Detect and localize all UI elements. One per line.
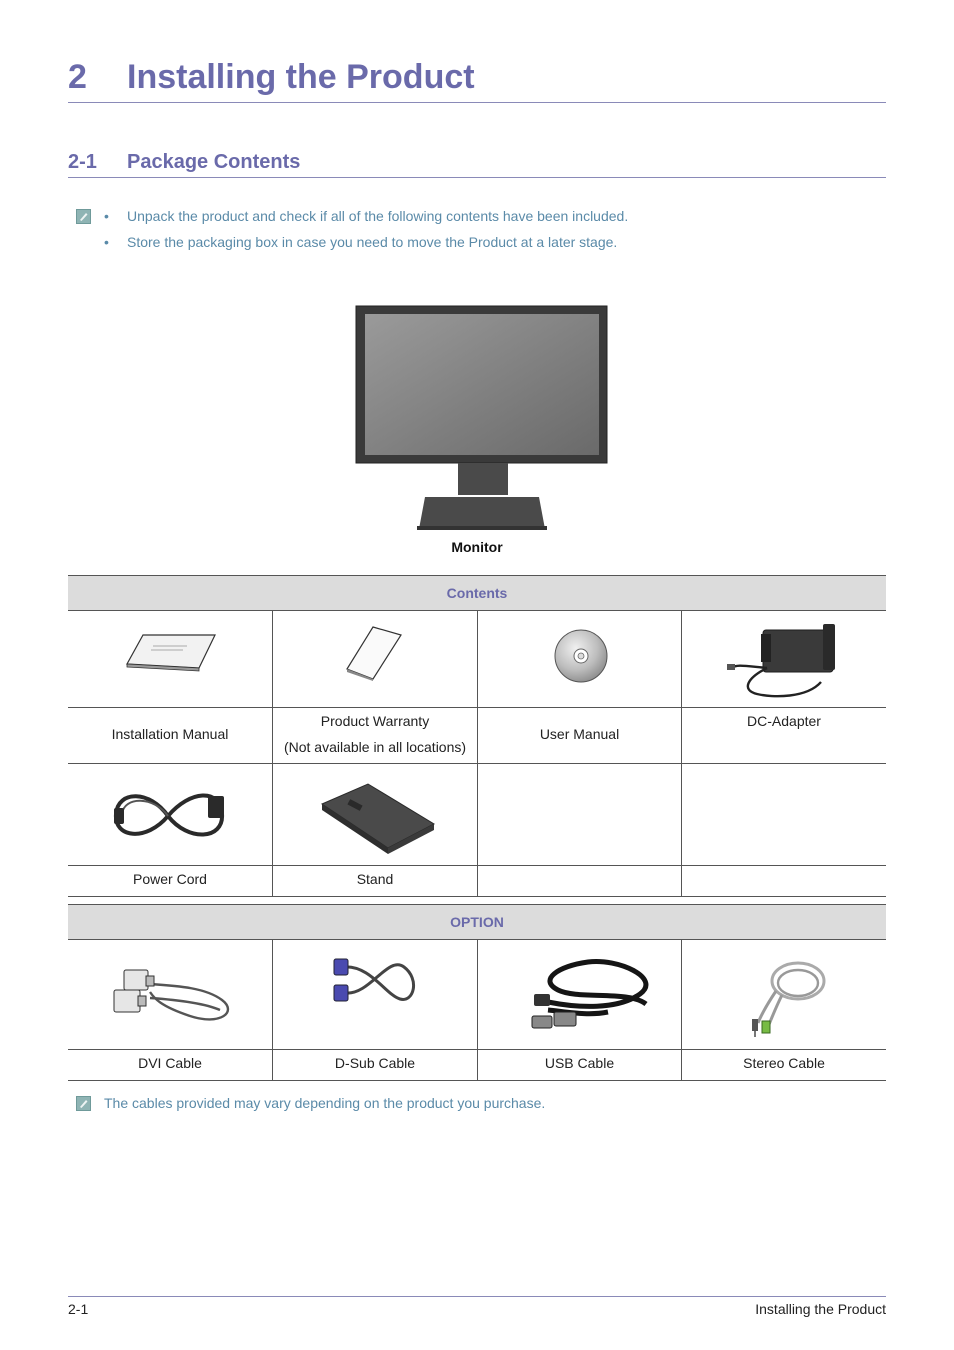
chapter-number: 2: [68, 58, 87, 96]
bullet: •: [104, 234, 109, 250]
dvi-cable-image: [113, 969, 230, 1021]
footnote: The cables provided may vary depending o…: [104, 1095, 546, 1111]
dsub-cable-image: [333, 958, 415, 1002]
note-item: Unpack the product and check if all of t…: [127, 208, 629, 224]
adapter-image: [727, 624, 835, 698]
item-label: USB Cable: [544, 1055, 615, 1071]
table-divider: [272, 764, 273, 896]
table-divider: [68, 763, 886, 764]
table-divider: [681, 939, 682, 1080]
item-label: Product Warranty: [320, 713, 430, 729]
warranty-image: [346, 626, 402, 681]
note-icon: [76, 1096, 91, 1111]
footer-title: Installing the Product: [755, 1301, 886, 1317]
item-label: Power Cord: [133, 871, 207, 887]
cd-image: [554, 629, 608, 683]
section-title: Package Contents: [127, 151, 301, 173]
item-label: Stereo Cable: [743, 1055, 825, 1071]
chapter-title: Installing the Product: [127, 58, 475, 96]
table-divider: [68, 1080, 886, 1081]
bullet: •: [104, 208, 109, 224]
manual-image: [126, 634, 216, 672]
table-divider: [68, 896, 886, 897]
note-icon: [76, 209, 91, 224]
item-label: Installation Manual: [111, 726, 229, 742]
table-divider: [272, 939, 273, 1080]
table-divider: [477, 939, 478, 1080]
stand-image: [320, 783, 436, 854]
table-divider: [272, 708, 273, 763]
monitor-image: [355, 305, 608, 530]
stereo-cable-image: [752, 961, 826, 1037]
item-label: DVI Cable: [138, 1055, 202, 1071]
table-divider: [68, 707, 886, 708]
table-divider: [477, 764, 478, 896]
footer-divider: [68, 1296, 886, 1297]
option-header: OPTION: [68, 904, 886, 940]
item-label: Stand: [356, 871, 394, 887]
table-divider: [681, 708, 682, 763]
usb-cable-image: [531, 958, 649, 1029]
monitor-label: Monitor: [451, 539, 503, 555]
item-label: DC-Adapter: [747, 713, 821, 729]
table-divider: [477, 610, 478, 707]
note-item: Store the packaging box in case you need…: [127, 234, 618, 250]
page-number: 2-1: [68, 1301, 89, 1317]
item-label: D-Sub Cable: [334, 1055, 416, 1071]
section-heading: 2-1 Package Contents: [68, 149, 886, 178]
table-divider: [477, 708, 478, 763]
chapter-heading: 2 Installing the Product: [68, 56, 886, 103]
contents-header: Contents: [68, 575, 886, 611]
power-cord-image: [113, 793, 225, 837]
section-number: 2-1: [68, 151, 97, 173]
item-sublabel: (Not available in all locations): [283, 739, 467, 755]
item-label: User Manual: [539, 726, 620, 742]
table-divider: [681, 764, 682, 896]
table-divider: [272, 610, 273, 707]
table-divider: [681, 610, 682, 707]
